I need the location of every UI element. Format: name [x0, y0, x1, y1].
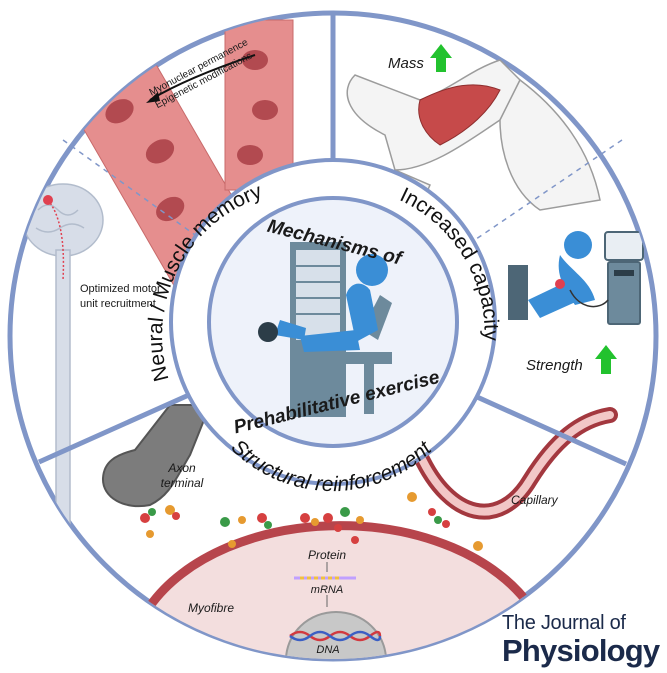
muscle-fibre-right	[224, 19, 294, 191]
dna-label: DNA	[316, 644, 339, 656]
mrna-strand	[294, 562, 356, 607]
dna-helix	[289, 630, 382, 642]
axon-label-2: terminal	[161, 476, 204, 490]
mrna-label: mRNA	[311, 584, 343, 596]
myofibre-shape	[150, 525, 530, 659]
signaling-molecules	[140, 492, 483, 551]
axon-terminal-shape	[101, 404, 212, 508]
protein-label: Protein	[308, 548, 346, 562]
motor-unit-text-2: unit recruitment	[80, 298, 156, 310]
myofibre-label: Myofibre	[188, 601, 234, 615]
mass-label: Mass	[388, 55, 424, 72]
capacity-quadrant	[346, 44, 644, 374]
strength-label: Strength	[526, 357, 583, 374]
arm-illustration	[346, 59, 601, 213]
axon-label-1: Axon	[167, 461, 196, 475]
journal-logo: The Journal of Physiology	[502, 612, 667, 668]
strength-up-arrow	[595, 345, 617, 374]
structural-quadrant	[101, 404, 618, 659]
mass-up-arrow	[430, 44, 452, 72]
leg-extension-machine	[258, 242, 392, 417]
motor-unit-text-1: Optimized motor	[80, 283, 161, 295]
journal-logo-line1: The Journal of	[502, 612, 626, 634]
strength-machine	[508, 231, 644, 325]
capillary-label: Capillary	[511, 493, 559, 507]
journal-logo-line2: Physiology	[502, 633, 660, 668]
